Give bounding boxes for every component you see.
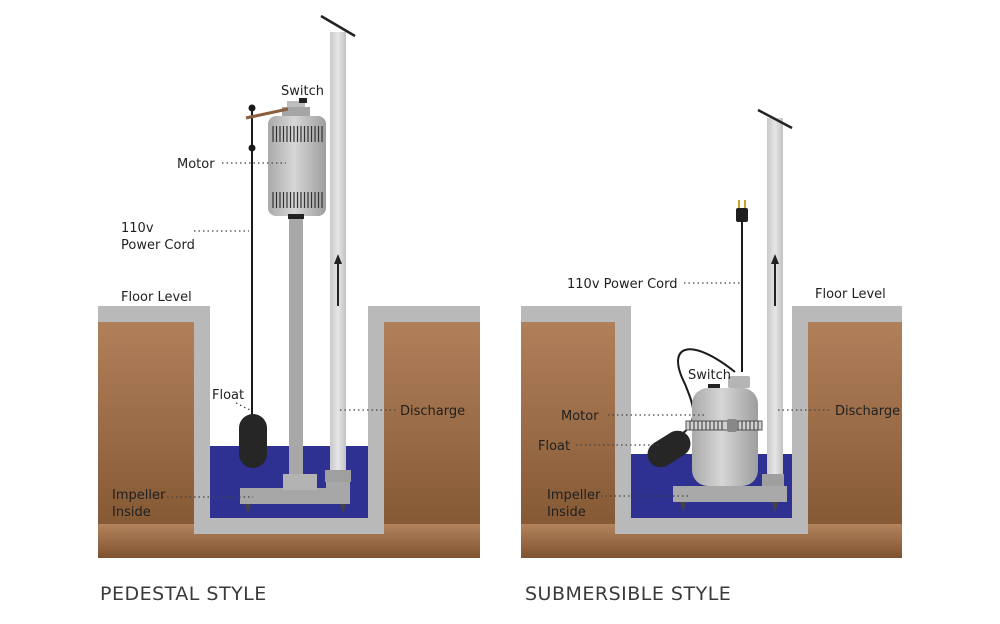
- submersible-float-icon: [647, 430, 691, 468]
- pedestal-switch-label: Switch: [281, 84, 324, 99]
- pedestal-motor-label: Motor: [177, 157, 215, 172]
- submersible-pump-icon: [685, 376, 763, 486]
- submersible-switch-label: Switch: [688, 368, 731, 383]
- pedestal-rod-stop-bottom: [248, 144, 256, 152]
- pedestal-leader-lines: [158, 162, 396, 498]
- submersible-power-plug-icon: [736, 200, 748, 222]
- pedestal-switch-arm: [245, 107, 289, 120]
- pedestal-motor-shaft: [289, 216, 303, 478]
- submersible-floor-level-label: Floor Level: [815, 287, 886, 302]
- pedestal-floor-left: [98, 306, 210, 322]
- submersible-pipe-cap: [757, 108, 793, 130]
- pedestal-impeller-label-line1: Impeller: [112, 488, 166, 503]
- pedestal-flow-arrow-icon: [334, 254, 342, 306]
- submersible-caption: SUBMERSIBLE STYLE: [525, 583, 731, 605]
- pedestal-impeller-housing: [240, 470, 351, 514]
- submersible-flow-arrow-icon: [771, 254, 779, 306]
- submersible-diagram: 110v Power Cord Floor Level Switch Motor…: [521, 108, 902, 605]
- submersible-sump-liner: [521, 306, 902, 534]
- pedestal-diagram: Switch Motor 110v Power Cord Floor Level…: [98, 14, 480, 605]
- submersible-leader-lines: [576, 282, 832, 497]
- submersible-floor-left: [521, 306, 631, 322]
- pedestal-rod-stop-top: [248, 104, 256, 112]
- submersible-discharge-label: Discharge: [835, 404, 900, 419]
- pedestal-pipe-cap: [320, 14, 356, 38]
- submersible-float-label: Float: [538, 439, 570, 454]
- pedestal-float-icon: [239, 414, 267, 468]
- submersible-power-cord-label: 110v Power Cord: [567, 277, 677, 292]
- pedestal-caption: PEDESTAL STYLE: [100, 583, 267, 605]
- pedestal-power-cord-label-line2: Power Cord: [121, 238, 195, 253]
- submersible-impeller-base: [673, 474, 787, 512]
- submersible-impeller-label-line1: Impeller: [547, 488, 601, 503]
- pedestal-motor-icon: [268, 98, 326, 219]
- pedestal-impeller-label-line2: Inside: [112, 505, 151, 520]
- submersible-impeller-label-line2: Inside: [547, 505, 586, 520]
- pedestal-floor-level-label: Floor Level: [121, 290, 192, 305]
- pedestal-float-label: Float: [212, 388, 244, 403]
- submersible-motor-label: Motor: [561, 409, 599, 424]
- pedestal-discharge-label: Discharge: [400, 404, 465, 419]
- submersible-soil: [521, 306, 902, 558]
- pedestal-power-cord-label-line1: 110v: [121, 221, 154, 236]
- pedestal-soil: [98, 306, 480, 558]
